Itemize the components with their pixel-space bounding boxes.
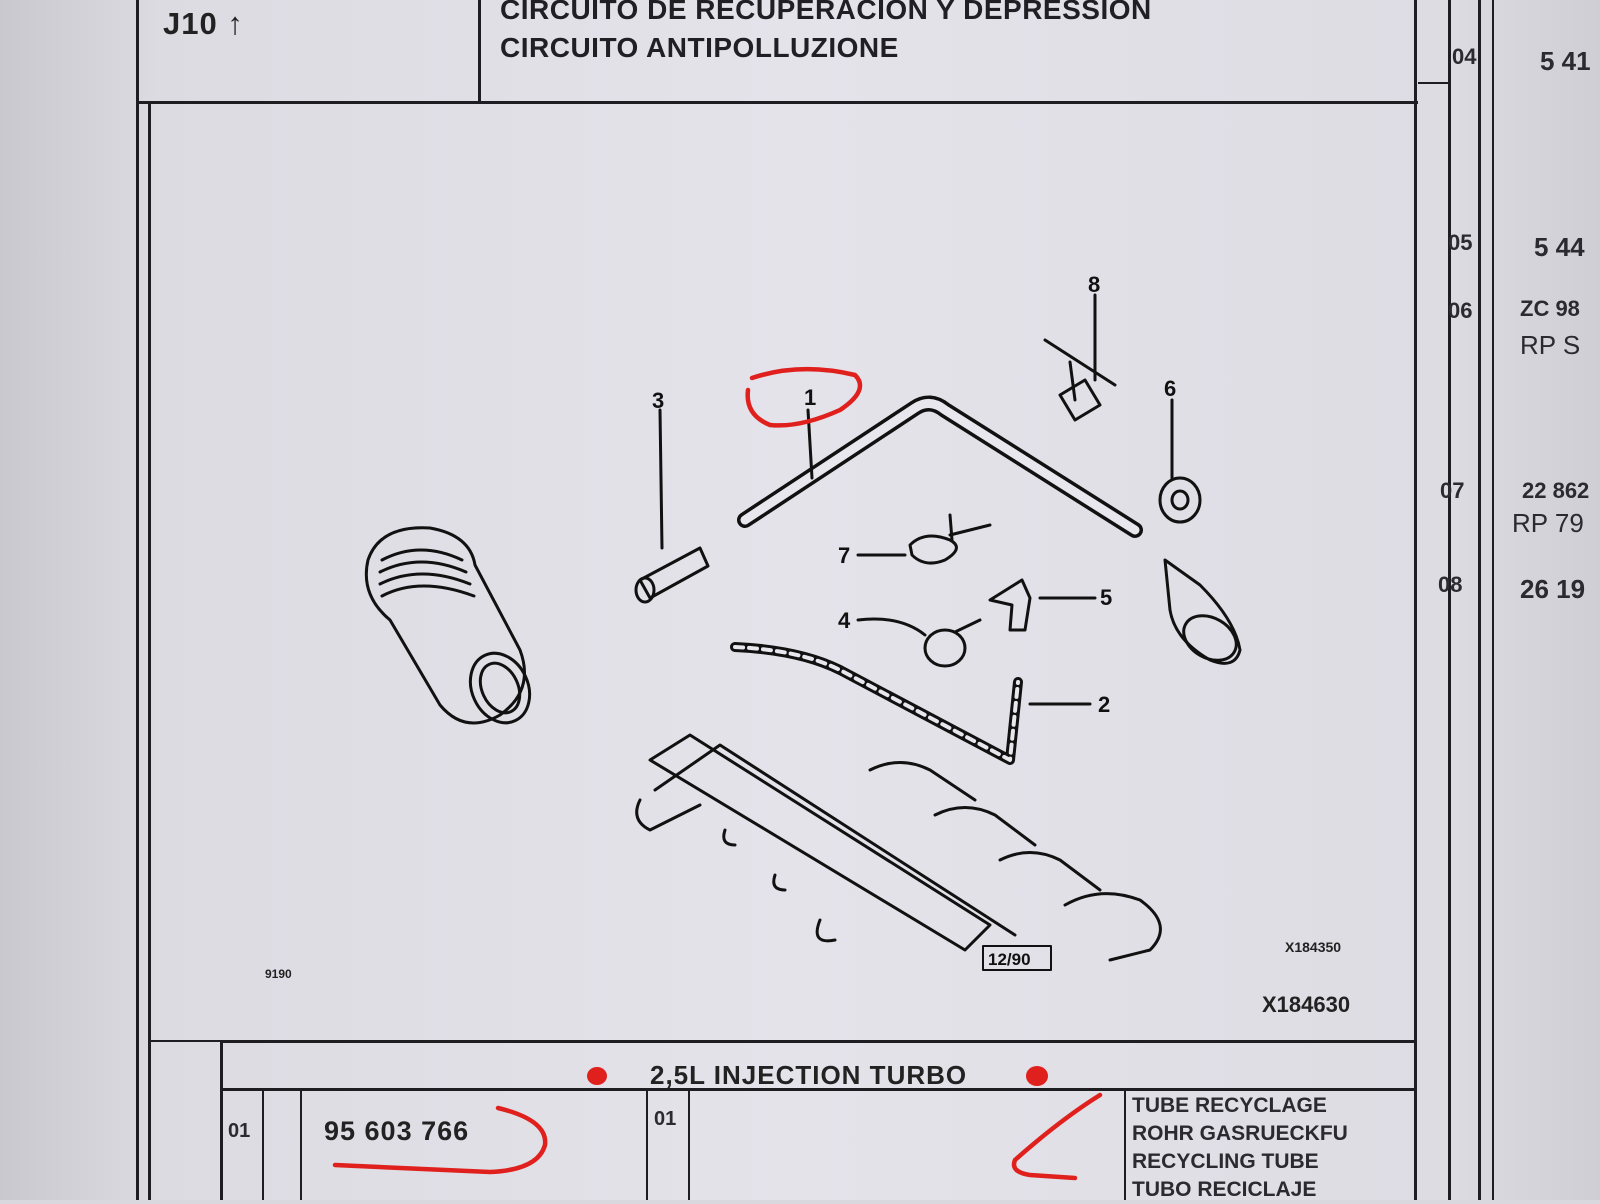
description-de: ROHR GASRUECKFU: [1132, 1122, 1348, 1145]
diagram-ref-small: X184350: [1285, 939, 1341, 955]
callout-2: 2: [1098, 692, 1110, 717]
diagram-bottom-left: [150, 1040, 222, 1042]
red-dots: [587, 1066, 1048, 1086]
row-index: 01: [228, 1120, 251, 1142]
right-sub-07: RP 79: [1512, 508, 1584, 538]
callout-8: 8: [1088, 272, 1100, 297]
right-code-06: 06: [1448, 298, 1473, 323]
col-divider-1: [1448, 0, 1451, 1200]
callout-5: 5: [1100, 585, 1112, 610]
callout-3: 3: [652, 388, 664, 413]
red-underline-annotation: [332, 1105, 548, 1175]
table-div-4: [688, 1090, 690, 1200]
date-stamp: 12/90: [988, 950, 1031, 969]
part-6-nut: [1158, 398, 1202, 524]
part-2-hose: [730, 642, 1092, 765]
row-qty: 01: [654, 1108, 677, 1130]
intake-bellow-part: [364, 526, 532, 725]
right-elbow-connector: [1163, 558, 1242, 665]
red-numeral-annotation: [1011, 1092, 1103, 1181]
table-div-2: [300, 1090, 302, 1200]
part-8-bolt: [1043, 293, 1117, 422]
right-value-07: 22 862: [1522, 478, 1590, 503]
intake-manifold: [635, 733, 1162, 962]
callout-1: 1: [804, 385, 816, 410]
table-div-3: [646, 1090, 648, 1200]
header-divider: [478, 0, 481, 101]
tiny-mark: 9190: [265, 967, 292, 981]
table-div-1: [262, 1090, 264, 1200]
arrow-up-icon: ↑: [227, 6, 244, 41]
frame-right: [1414, 0, 1417, 1200]
section-title-line2: CIRCUITO ANTIPOLLUZIONE: [500, 32, 899, 63]
part-number: 95 603 766: [324, 1116, 470, 1146]
table-top: [220, 1040, 1416, 1043]
variant-label: 2,5L INJECTION TURBO: [650, 1060, 968, 1090]
col-divider-2: [1478, 0, 1481, 1200]
red-circle-annotation: [745, 366, 863, 428]
right-code-08: 08: [1438, 572, 1463, 597]
col-divider-3: [1492, 0, 1494, 1200]
part-5-elbow: [988, 578, 1097, 632]
right-value-05: 5 44: [1534, 232, 1585, 262]
red-annotations: [332, 366, 1103, 1181]
date-stamp-box: [982, 945, 1052, 971]
right-col-top-line: [1418, 82, 1450, 84]
table-row-line: [220, 1088, 1416, 1091]
right-value-06: ZC 98: [1520, 296, 1580, 321]
frame-inner-left: [148, 104, 151, 1200]
table-div-5: [1124, 1090, 1126, 1200]
part-3-fitting: [634, 408, 710, 604]
description-es: TUBO RECICLAJE: [1132, 1178, 1317, 1201]
right-code-04: 04: [1452, 44, 1477, 69]
diagram-ref-main: X184630: [1262, 992, 1350, 1017]
right-code-07: 07: [1440, 478, 1465, 503]
part-4-valve: [856, 617, 982, 668]
callout-4: 4: [838, 608, 851, 633]
section-code: J10 ↑: [163, 6, 244, 41]
callout-7: 7: [838, 543, 850, 568]
table-left: [220, 1040, 223, 1200]
callout-6: 6: [1164, 376, 1176, 401]
part-descriptions: TUBE RECYCLAGE ROHR GASRUECKFU RECYCLING…: [1132, 1092, 1348, 1204]
right-value-04: 5 41: [1540, 46, 1591, 76]
right-sub-06: RP S: [1520, 330, 1581, 360]
right-code-05: 05: [1448, 230, 1473, 255]
description-fr: TUBE RECYCLAGE: [1132, 1094, 1327, 1117]
right-value-08: 26 19: [1520, 574, 1586, 604]
description-en: RECYCLING TUBE: [1132, 1150, 1319, 1173]
frame-left: [136, 0, 139, 1200]
section-title-line1: CIRCUITO DE RECUPERACION Y DEPRESSION: [500, 0, 1152, 25]
part-7-clamp: [856, 513, 992, 565]
header-bottom: [138, 101, 1418, 104]
